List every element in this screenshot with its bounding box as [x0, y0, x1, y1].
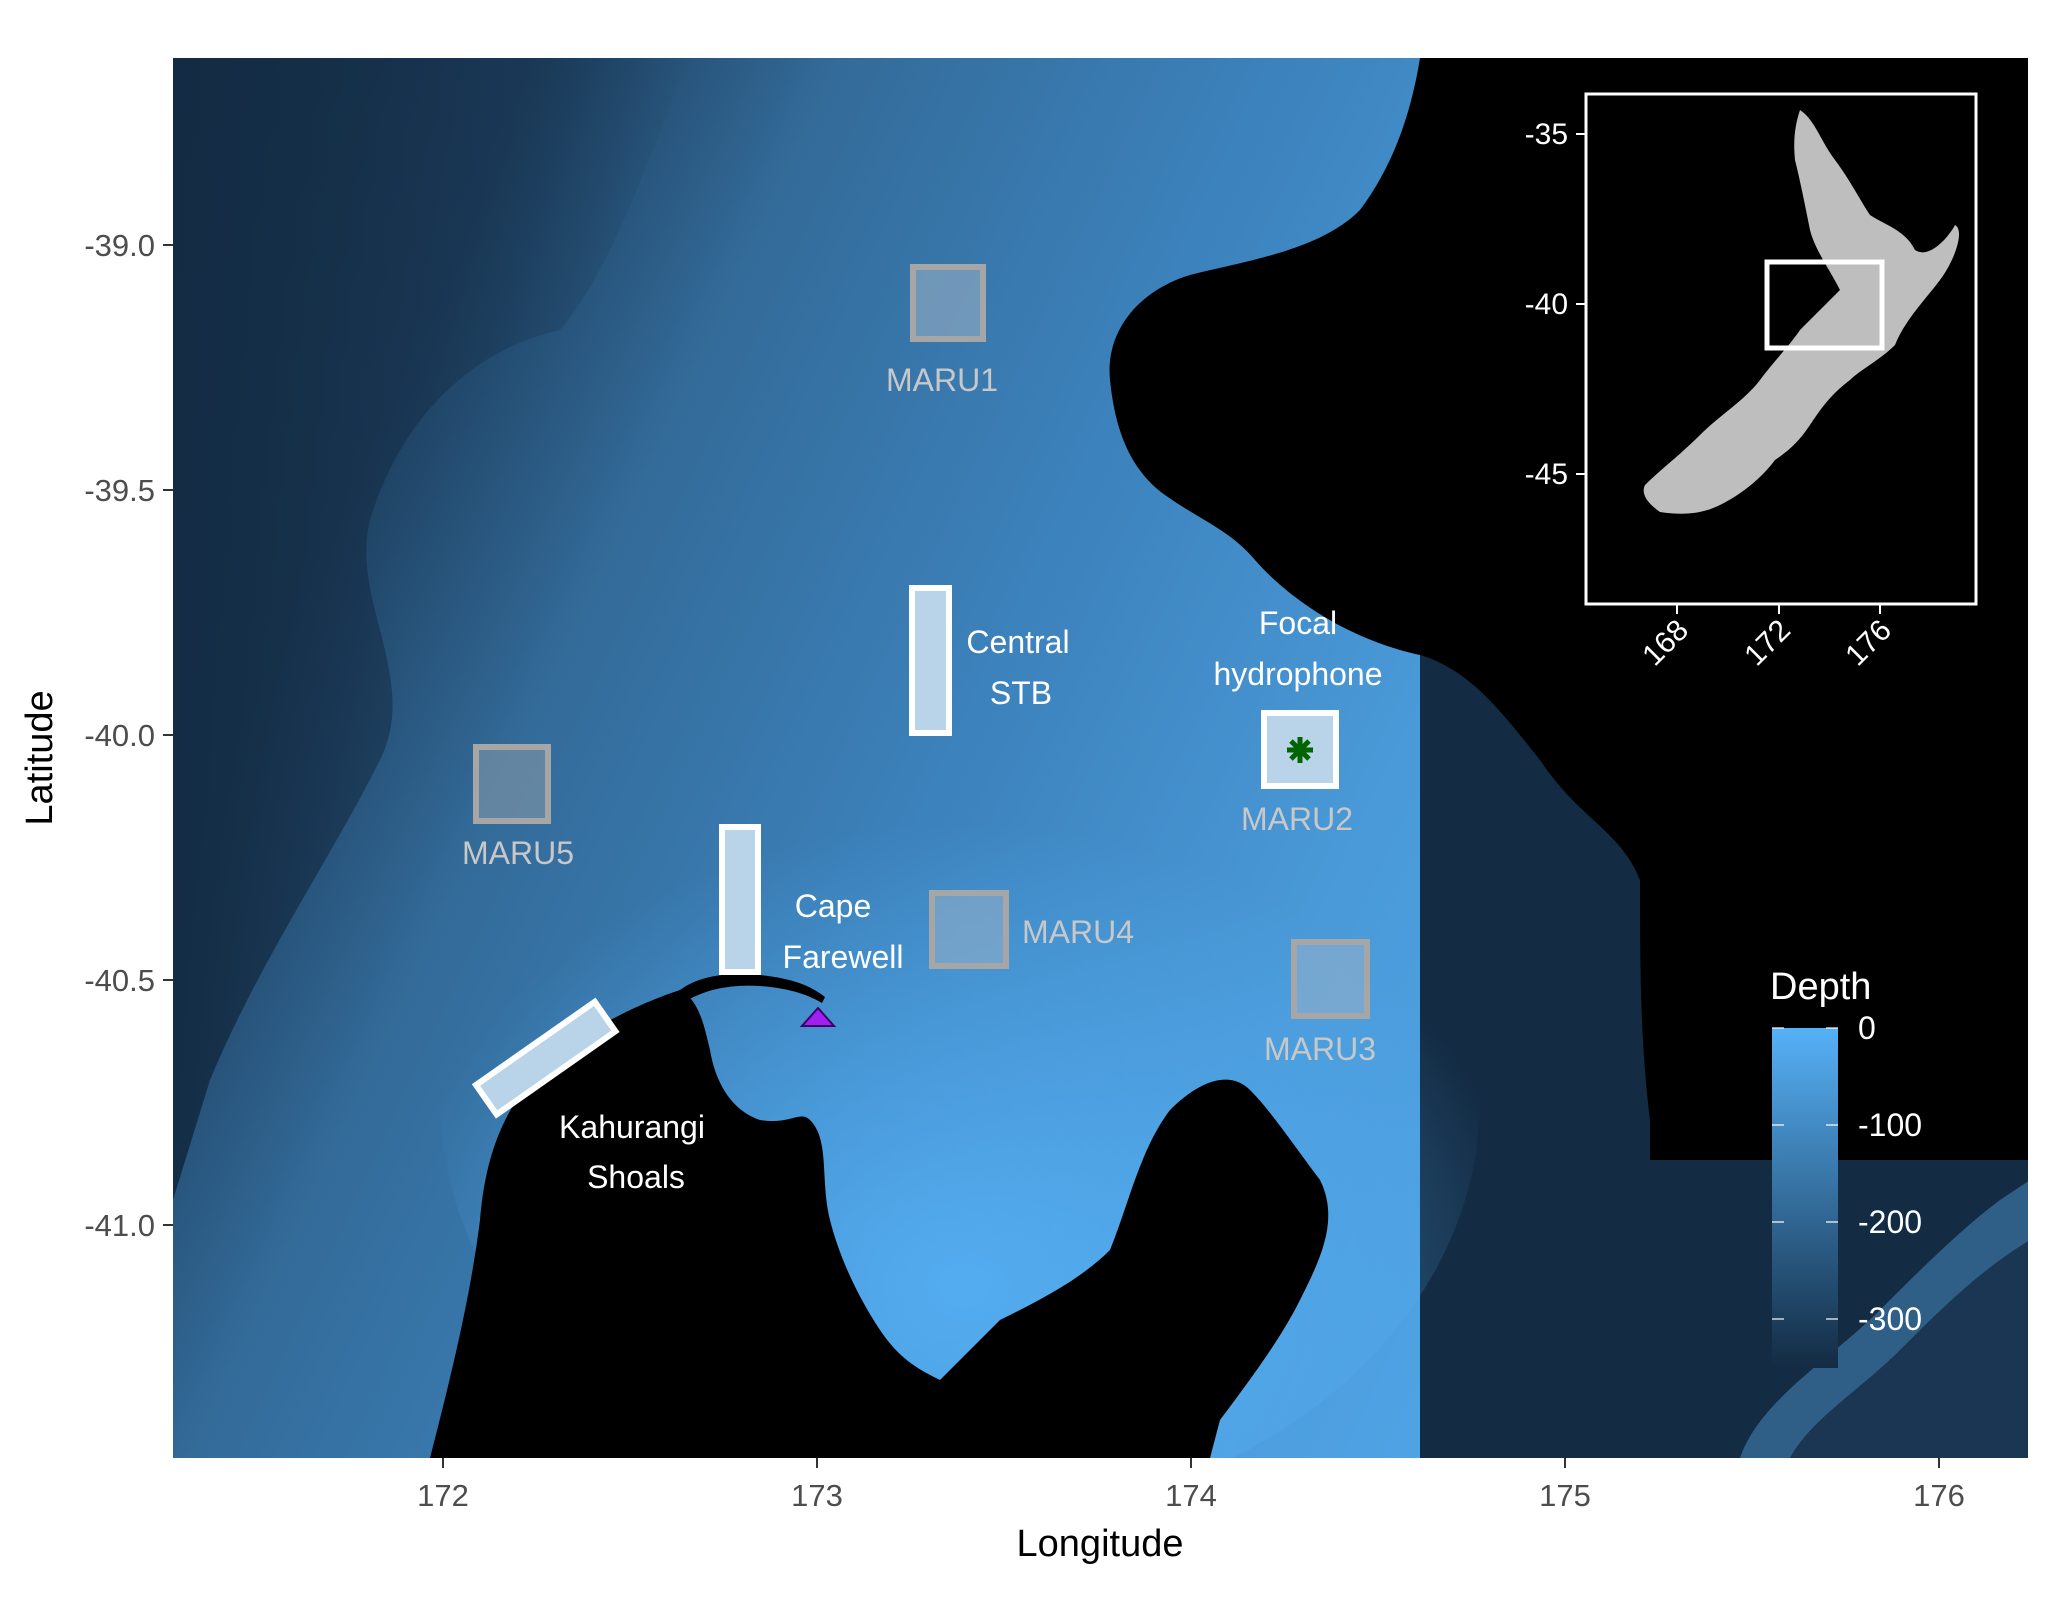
inset-ytick-3: -45 [1525, 458, 1568, 491]
ytick-40-5: -40.5 [84, 963, 155, 998]
legend-colorbar [1772, 1028, 1838, 1368]
central-stb-label-1: Central [966, 624, 1069, 660]
xtick-174: 174 [1165, 1478, 1217, 1513]
focal-label-1: Focal [1259, 605, 1337, 641]
maru3-label: MARU3 [1264, 1031, 1376, 1067]
maru5-label: MARU5 [462, 835, 574, 871]
south-island-land [430, 990, 1329, 1458]
y-axis-title: Latitude [19, 690, 61, 825]
cape-farewell-label-2: Farewell [783, 939, 904, 975]
inset-ytick-1: -35 [1525, 118, 1568, 151]
inset-study-area [1764, 259, 1885, 351]
inset-new-zealand [1643, 110, 1960, 514]
legend-label-0: 0 [1858, 1010, 1876, 1046]
xtick-176: 176 [1913, 1478, 1965, 1513]
maru5-box[interactable] [473, 744, 551, 824]
cape-farewell-triangle [799, 1006, 837, 1027]
ytick-40-0: -40.0 [84, 718, 155, 753]
south-east-coast [1790, 1241, 2028, 1458]
maru2-label: MARU2 [1241, 801, 1353, 837]
inset-ytick-2: -40 [1525, 288, 1568, 321]
cape-farewell-box[interactable] [719, 824, 761, 975]
y-axis: -39.0 -39.5 -40.0 -40.5 -41.0 Latitude [19, 228, 173, 1243]
ytick-39-5: -39.5 [84, 473, 155, 508]
site-boxes [471, 264, 1370, 1119]
deep-water-west [173, 58, 690, 1200]
kahurangi-label-2: Shoals [587, 1159, 685, 1195]
x-axis-title: Longitude [1017, 1523, 1184, 1565]
cape-farewell-label-1: Cape [795, 888, 872, 924]
inset-map: -35 -40 -45 168 172 176 [1525, 92, 1978, 672]
xtick-172: 172 [417, 1478, 469, 1513]
legend-label-300: -300 [1858, 1301, 1922, 1337]
depth-legend: Depth 0 -100 -200 -300 [1770, 966, 1922, 1368]
maru4-box[interactable] [929, 890, 1009, 969]
central-stb-label-2: STB [990, 675, 1052, 711]
ytick-39-0: -39.0 [84, 228, 155, 263]
maru3-box[interactable] [1291, 939, 1370, 1019]
kahurangi-label-1: Kahurangi [559, 1109, 705, 1145]
xtick-173: 173 [791, 1478, 843, 1513]
ytick-41-0: -41.0 [84, 1208, 155, 1243]
kahurangi-box[interactable] [471, 997, 620, 1119]
maru1-label: MARU1 [886, 362, 998, 398]
legend-label-200: -200 [1858, 1204, 1922, 1240]
legend-label-100: -100 [1858, 1107, 1922, 1143]
focal-hydrophone-marker [1287, 737, 1313, 763]
x-axis: 172 173 174 175 176 Longitude [417, 1458, 1965, 1565]
xtick-175: 175 [1539, 1478, 1591, 1513]
maru4-label: MARU4 [1022, 914, 1134, 950]
focal-label-2: hydrophone [1213, 656, 1382, 692]
legend-title: Depth [1770, 966, 1871, 1008]
central-stb-box[interactable] [909, 585, 952, 736]
maru1-box[interactable] [910, 264, 986, 342]
farewell-spit [680, 973, 825, 1003]
